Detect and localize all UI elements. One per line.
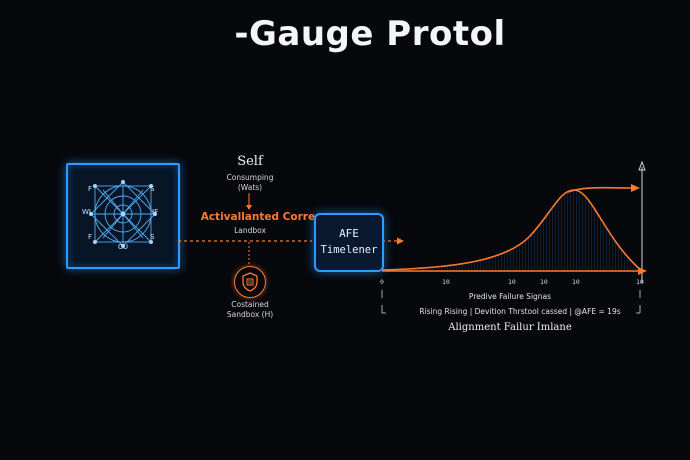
failure-curve-area: [382, 190, 642, 271]
core-label: WI: [82, 208, 91, 216]
tick-label: 10: [636, 278, 644, 286]
sandbox-node[interactable]: [234, 266, 266, 298]
afe-timeline-node[interactable]: AFE Timelener: [314, 213, 384, 272]
afe-sublabel: Timelener: [320, 244, 378, 256]
arrow-right-icon: [397, 237, 404, 245]
contained-sandbox-label: Costained Sandbox (H): [205, 300, 295, 320]
tick-label: 10: [572, 278, 580, 286]
rising-deviation-label: Rising Rising | Devition Thrstool cassed…: [419, 307, 621, 316]
network-icon: [89, 180, 157, 248]
failure-curve: [381, 189, 643, 272]
page-title: -Gauge Protol: [234, 14, 506, 54]
predictive-signals-label: Predive Failure Signas: [468, 292, 552, 301]
consuming-line: (Wats): [237, 183, 263, 192]
core-label: IF: [152, 208, 159, 216]
axis-arrow-icon: [638, 160, 646, 171]
core-node[interactable]: F S WI IF F S CU: [66, 163, 180, 269]
activated-core-label: Activallanted Corre:: [200, 211, 320, 223]
consuming-label: Consumping (Wats): [205, 173, 295, 193]
landbox-label: Landbox: [234, 226, 266, 235]
tick-label: 10: [442, 278, 450, 286]
tick-label: 10: [508, 278, 516, 286]
core-label: F: [88, 233, 93, 241]
core-label: CU: [118, 243, 129, 251]
consuming-line: Consumping: [226, 173, 274, 182]
contained-line: Sandbox (H): [226, 310, 274, 319]
tick-label: 0: [380, 278, 384, 286]
core-label: S: [150, 233, 155, 241]
core-label: S: [150, 185, 155, 193]
alignment-failure-label: Alignment Failur Imlane: [448, 322, 572, 333]
self-title: Self: [237, 154, 263, 169]
arrow-right-icon: [631, 184, 640, 192]
afe-label: AFE: [339, 227, 359, 240]
contained-line: Costained: [231, 300, 269, 309]
shield-icon: [242, 272, 258, 292]
core-label: F: [88, 185, 93, 193]
arrow-right-icon: [638, 267, 647, 275]
tick-label: 10: [540, 278, 548, 286]
